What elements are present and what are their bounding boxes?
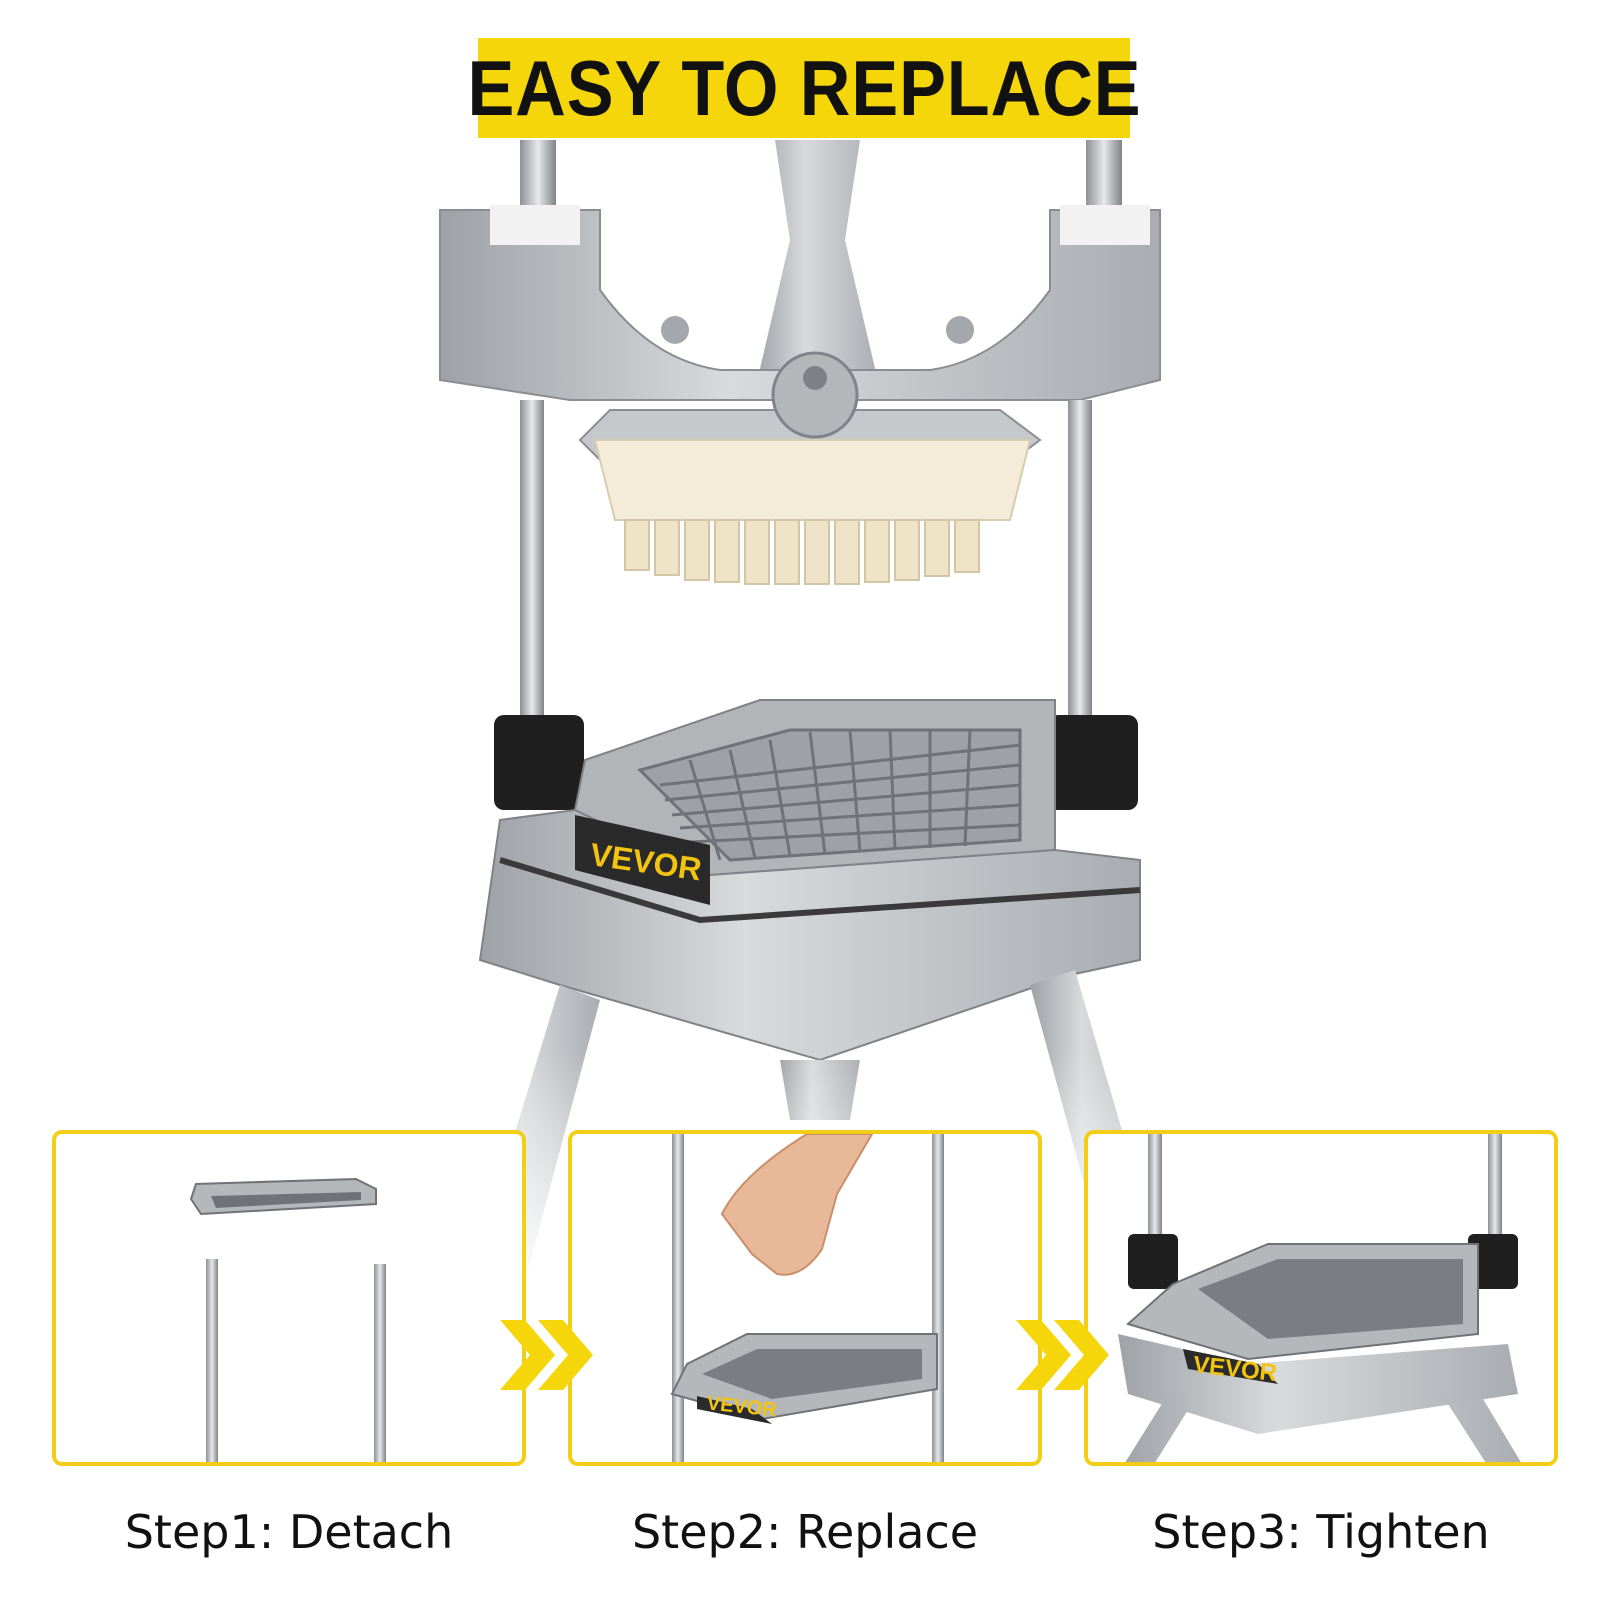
thumb-screw-left: [661, 316, 689, 344]
pusher-block: [593, 439, 1032, 585]
handle-collar-left: [490, 205, 580, 245]
guide-rod-left: [520, 400, 544, 730]
blade-grid: [637, 728, 1022, 862]
base-seam: [499, 857, 1141, 924]
step1-panel: [52, 1130, 526, 1466]
bushing-right: [1468, 1234, 1518, 1289]
pusher-bolt: [803, 366, 827, 390]
rod-right: [932, 1134, 944, 1462]
step3-label: Step3: Tighten: [1152, 1505, 1490, 1559]
rod-left: [1148, 1134, 1162, 1244]
banner-title: EASY TO REPLACE: [466, 43, 1142, 132]
double-chevron-right-icon: [1016, 1320, 1109, 1390]
step1-illustration: [189, 1177, 386, 1462]
step2-panel: VEVOR: [568, 1130, 1042, 1466]
rod-right: [374, 1264, 386, 1462]
brand-plate: VEVOR: [575, 815, 710, 905]
step2-illustration: VEVOR: [670, 1134, 944, 1462]
double-chevron-right-icon: [500, 1320, 593, 1390]
step3-illustration: VEVOR: [1118, 1134, 1521, 1462]
rod-left: [672, 1134, 684, 1462]
lever-arm: [755, 140, 880, 390]
step2-label: Step2: Replace: [631, 1505, 979, 1559]
step1-label: Step1: Detach: [124, 1505, 454, 1559]
pusher-nut: [771, 351, 859, 439]
thumb-screw-right: [946, 316, 974, 344]
bushing-left: [494, 715, 584, 810]
legs: [1125, 1394, 1521, 1462]
bushing-right: [1048, 715, 1138, 810]
bushing-left: [1128, 1234, 1178, 1289]
handle-collar-right: [1060, 205, 1150, 245]
hand: [720, 1134, 874, 1276]
guide-rod-right: [1068, 400, 1092, 730]
step3-panel: VEVOR: [1084, 1130, 1558, 1466]
rod-right: [1488, 1134, 1502, 1244]
upper-frame: [439, 209, 1161, 401]
rod-left: [206, 1259, 218, 1462]
title-banner: EASY TO REPLACE: [467, 38, 1140, 138]
